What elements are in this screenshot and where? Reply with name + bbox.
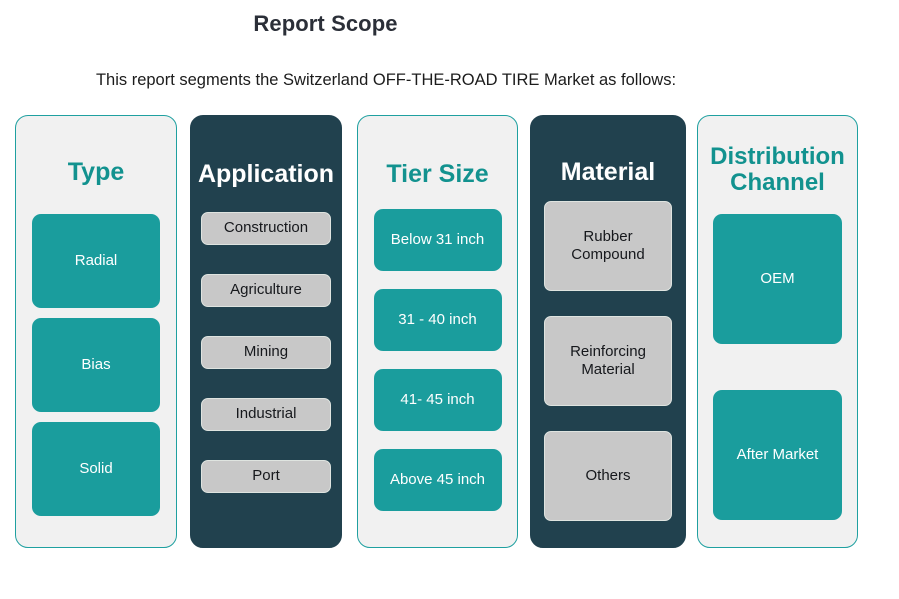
segment-chip[interactable]: Solid	[32, 421, 160, 516]
segment-heading-type: Type	[67, 158, 125, 186]
segment-chip[interactable]: Bias	[32, 317, 160, 412]
segment-chip[interactable]: Below 31 inch	[373, 208, 502, 271]
segment-chip[interactable]: 41- 45 inch	[373, 368, 502, 431]
segment-heading-material: Material	[560, 158, 656, 186]
segment-chip[interactable]: Construction	[201, 211, 331, 245]
segment-chip[interactable]: Rubber Compound	[544, 200, 672, 291]
segment-chip-list-distribution-channel: OEM After Market	[698, 213, 857, 566]
segment-chip[interactable]: After Market	[713, 389, 842, 520]
segment-chip[interactable]: Agriculture	[201, 273, 331, 307]
report-subtitle: This report segments the Switzerland OFF…	[95, 71, 677, 89]
segment-chip-list-material: Rubber Compound Reinforcing Material Oth…	[531, 200, 685, 546]
segment-heading-application: Application	[197, 160, 335, 188]
segment-chip-list-tier-size: Below 31 inch 31 - 40 inch 41- 45 inch A…	[358, 208, 517, 529]
segment-chip[interactable]: Above 45 inch	[373, 448, 502, 511]
page-title: Report Scope	[253, 11, 398, 36]
segment-panel-distribution-channel: Distribution Channel OEM After Market	[697, 115, 858, 548]
segment-chip[interactable]: 31 - 40 inch	[373, 288, 502, 351]
segment-panel-tier-size: Tier Size Below 31 inch 31 - 40 inch 41-…	[357, 115, 518, 548]
segment-chip[interactable]: Reinforcing Material	[544, 315, 672, 406]
segment-panel-type: Type Radial Bias Solid	[15, 115, 177, 548]
segment-chip-list-application: Construction Agriculture Mining Industri…	[191, 211, 341, 522]
segment-chip[interactable]: Mining	[201, 335, 331, 369]
segment-panel-application: Application Construction Agriculture Min…	[190, 115, 342, 548]
segment-chip[interactable]: Industrial	[201, 397, 331, 431]
segment-heading-tier-size: Tier Size	[386, 160, 489, 188]
segment-chip[interactable]: Others	[544, 430, 672, 521]
segment-chip[interactable]: OEM	[713, 213, 842, 344]
segment-chip[interactable]: Port	[201, 459, 331, 493]
segment-chip[interactable]: Radial	[32, 213, 160, 308]
segment-panel-material: Material Rubber Compound Reinforcing Mat…	[530, 115, 686, 548]
segment-chip-list-type: Radial Bias Solid	[16, 213, 176, 526]
segment-heading-distribution-channel: Distribution Channel	[710, 143, 845, 197]
